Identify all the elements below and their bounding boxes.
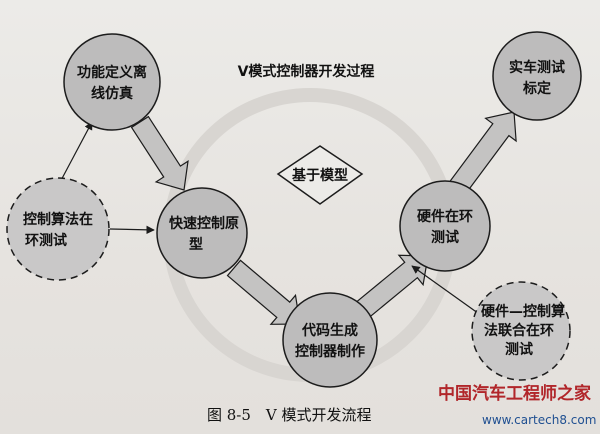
- svg-text:硬件在环: 硬件在环: [417, 208, 473, 225]
- svg-text:代码生成: 代码生成: [301, 322, 358, 339]
- diagram-title: V模式控制器开发过程: [238, 63, 375, 80]
- figure-caption: 图 8-5 V 模式开发流程: [207, 406, 372, 424]
- node-codegen: 代码生成 控制器制作: [282, 292, 378, 388]
- node-hil: 硬件在环 测试: [399, 180, 491, 272]
- svg-text:测试: 测试: [431, 229, 459, 246]
- flow-arrow-offline-to-proto: [130, 115, 189, 191]
- svg-text:快速控制原: 快速控制原: [169, 215, 239, 232]
- svg-text:标定: 标定: [522, 80, 551, 97]
- watermark-url: www.cartech8.com: [482, 413, 596, 427]
- svg-text:基于模型: 基于模型: [292, 167, 348, 184]
- svg-text:功能定义离: 功能定义离: [77, 64, 147, 81]
- flow-arrow-proto-to-codegen: [226, 259, 301, 325]
- thin-arrow-joint-to-hil: [411, 265, 483, 317]
- node-hw-ctrl-joint-test: 硬件—控制算 法联合在环 测试: [471, 281, 571, 381]
- watermark-site-name: 中国汽车工程师之家: [438, 383, 591, 404]
- node-offline-sim: 功能定义离 线仿真: [63, 33, 161, 131]
- svg-text:控制算法在: 控制算法在: [23, 211, 93, 228]
- node-algo-loop-test: 控制算法在 环测试: [6, 177, 110, 281]
- center-diamond: 基于模型: [276, 145, 364, 205]
- svg-text:控制器制作: 控制器制作: [295, 343, 365, 360]
- thin-arrow-algo-to-offline: [57, 121, 93, 187]
- svg-text:环测试: 环测试: [25, 232, 67, 249]
- node-rapid-prototype: 快速控制原 型: [156, 187, 248, 279]
- svg-text:线仿真: 线仿真: [91, 85, 133, 102]
- svg-text:测试: 测试: [505, 341, 533, 358]
- svg-text:型: 型: [189, 236, 203, 253]
- svg-text:硬件—控制算: 硬件—控制算: [481, 303, 565, 320]
- svg-text:实车测试: 实车测试: [509, 59, 565, 76]
- node-vehicle-test: 实车测试 标定: [492, 31, 582, 121]
- flow-arrow-hil-to-vehicle: [447, 111, 517, 197]
- svg-text:法联合在环: 法联合在环: [484, 322, 554, 339]
- thin-arrow-algo-to-proto: [109, 225, 155, 235]
